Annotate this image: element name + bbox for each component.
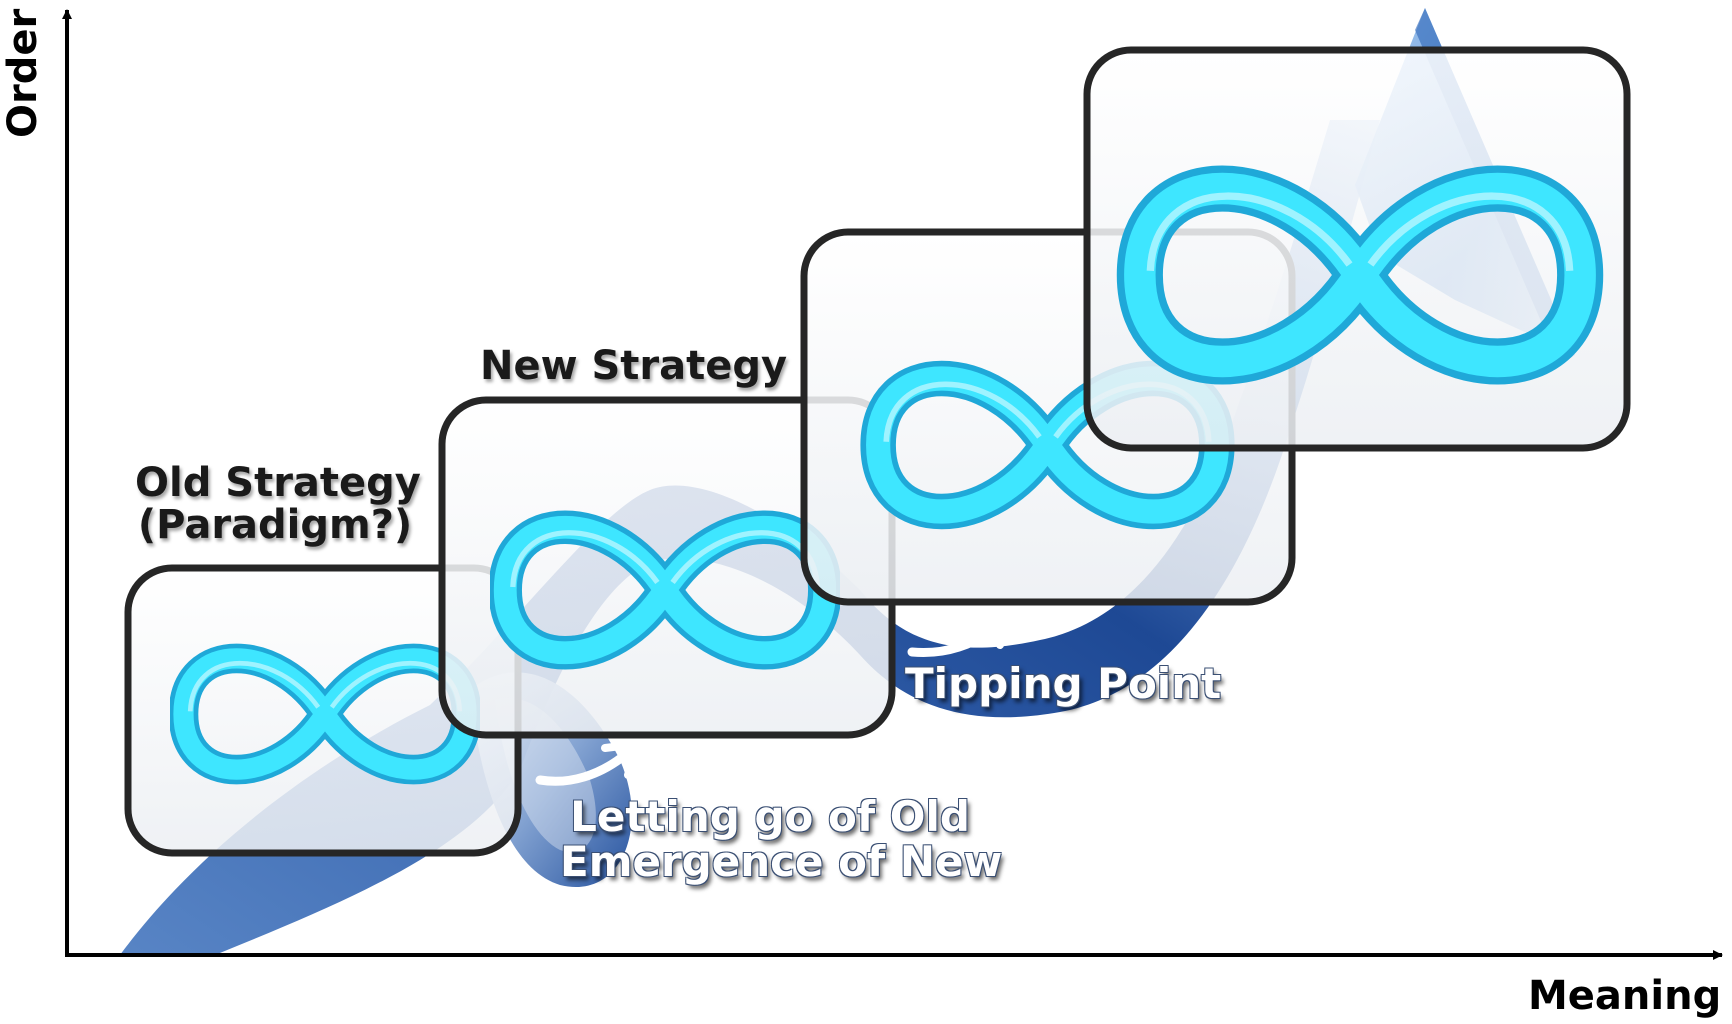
curved-arrow-icon	[1317, 466, 1422, 515]
y-axis-label: Order	[0, 8, 46, 138]
transition-arrows	[535, 466, 1422, 786]
stage-label-old-strategy: Old Strategy (Paradigm?)	[135, 460, 421, 549]
curved-arrow-icon	[535, 740, 642, 786]
axes	[62, 9, 1723, 960]
stage-label-line: Old Strategy	[135, 460, 421, 506]
transition-label-tipping-point: Tipping Point	[905, 659, 1222, 708]
curved-arrow-icon	[907, 611, 1014, 658]
stage-label-line: (Paradigm?)	[137, 502, 413, 549]
transition-label-line: Emergence of New	[560, 836, 1003, 886]
x-axis-label: Meaning	[1528, 973, 1722, 1019]
stage-label-new-strategy: New Strategy	[480, 343, 788, 389]
transition-label-line: Letting go of Old	[570, 792, 970, 841]
transition-label-letting-go: Letting go of Old Emergence of New	[560, 792, 1003, 886]
stage-box-4	[1083, 46, 1631, 452]
